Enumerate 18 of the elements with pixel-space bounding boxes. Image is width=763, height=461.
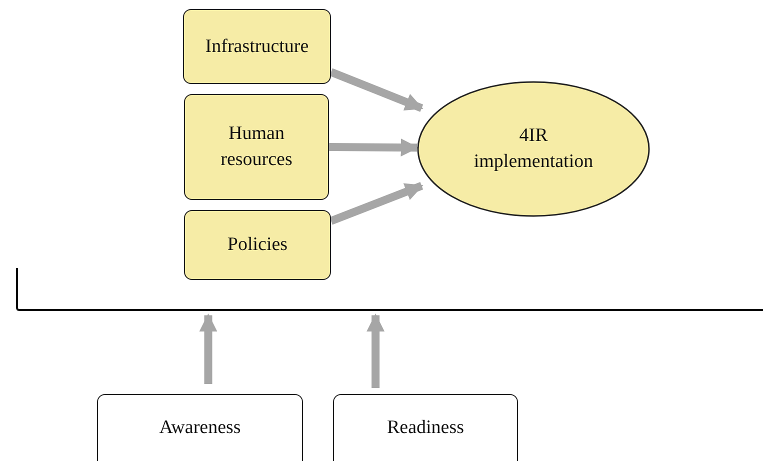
process-box xyxy=(333,394,518,461)
arrow xyxy=(330,182,424,225)
node-label: Readiness xyxy=(386,416,464,440)
node-label: 4IR implementation xyxy=(472,124,594,174)
arrow xyxy=(199,314,218,384)
process-box xyxy=(97,394,303,461)
ellipse-node xyxy=(417,81,650,217)
process-box xyxy=(183,9,331,84)
bracket-line xyxy=(16,268,763,311)
arrow xyxy=(366,314,385,388)
node-label: Policies xyxy=(227,233,288,258)
process-box xyxy=(184,210,331,280)
node-label: Awareness xyxy=(159,416,241,440)
node-label: Infrastructure xyxy=(205,34,309,59)
arrow xyxy=(330,68,424,112)
arrow xyxy=(328,138,419,157)
node-label: Human resources xyxy=(220,122,294,172)
process-box xyxy=(184,94,329,200)
